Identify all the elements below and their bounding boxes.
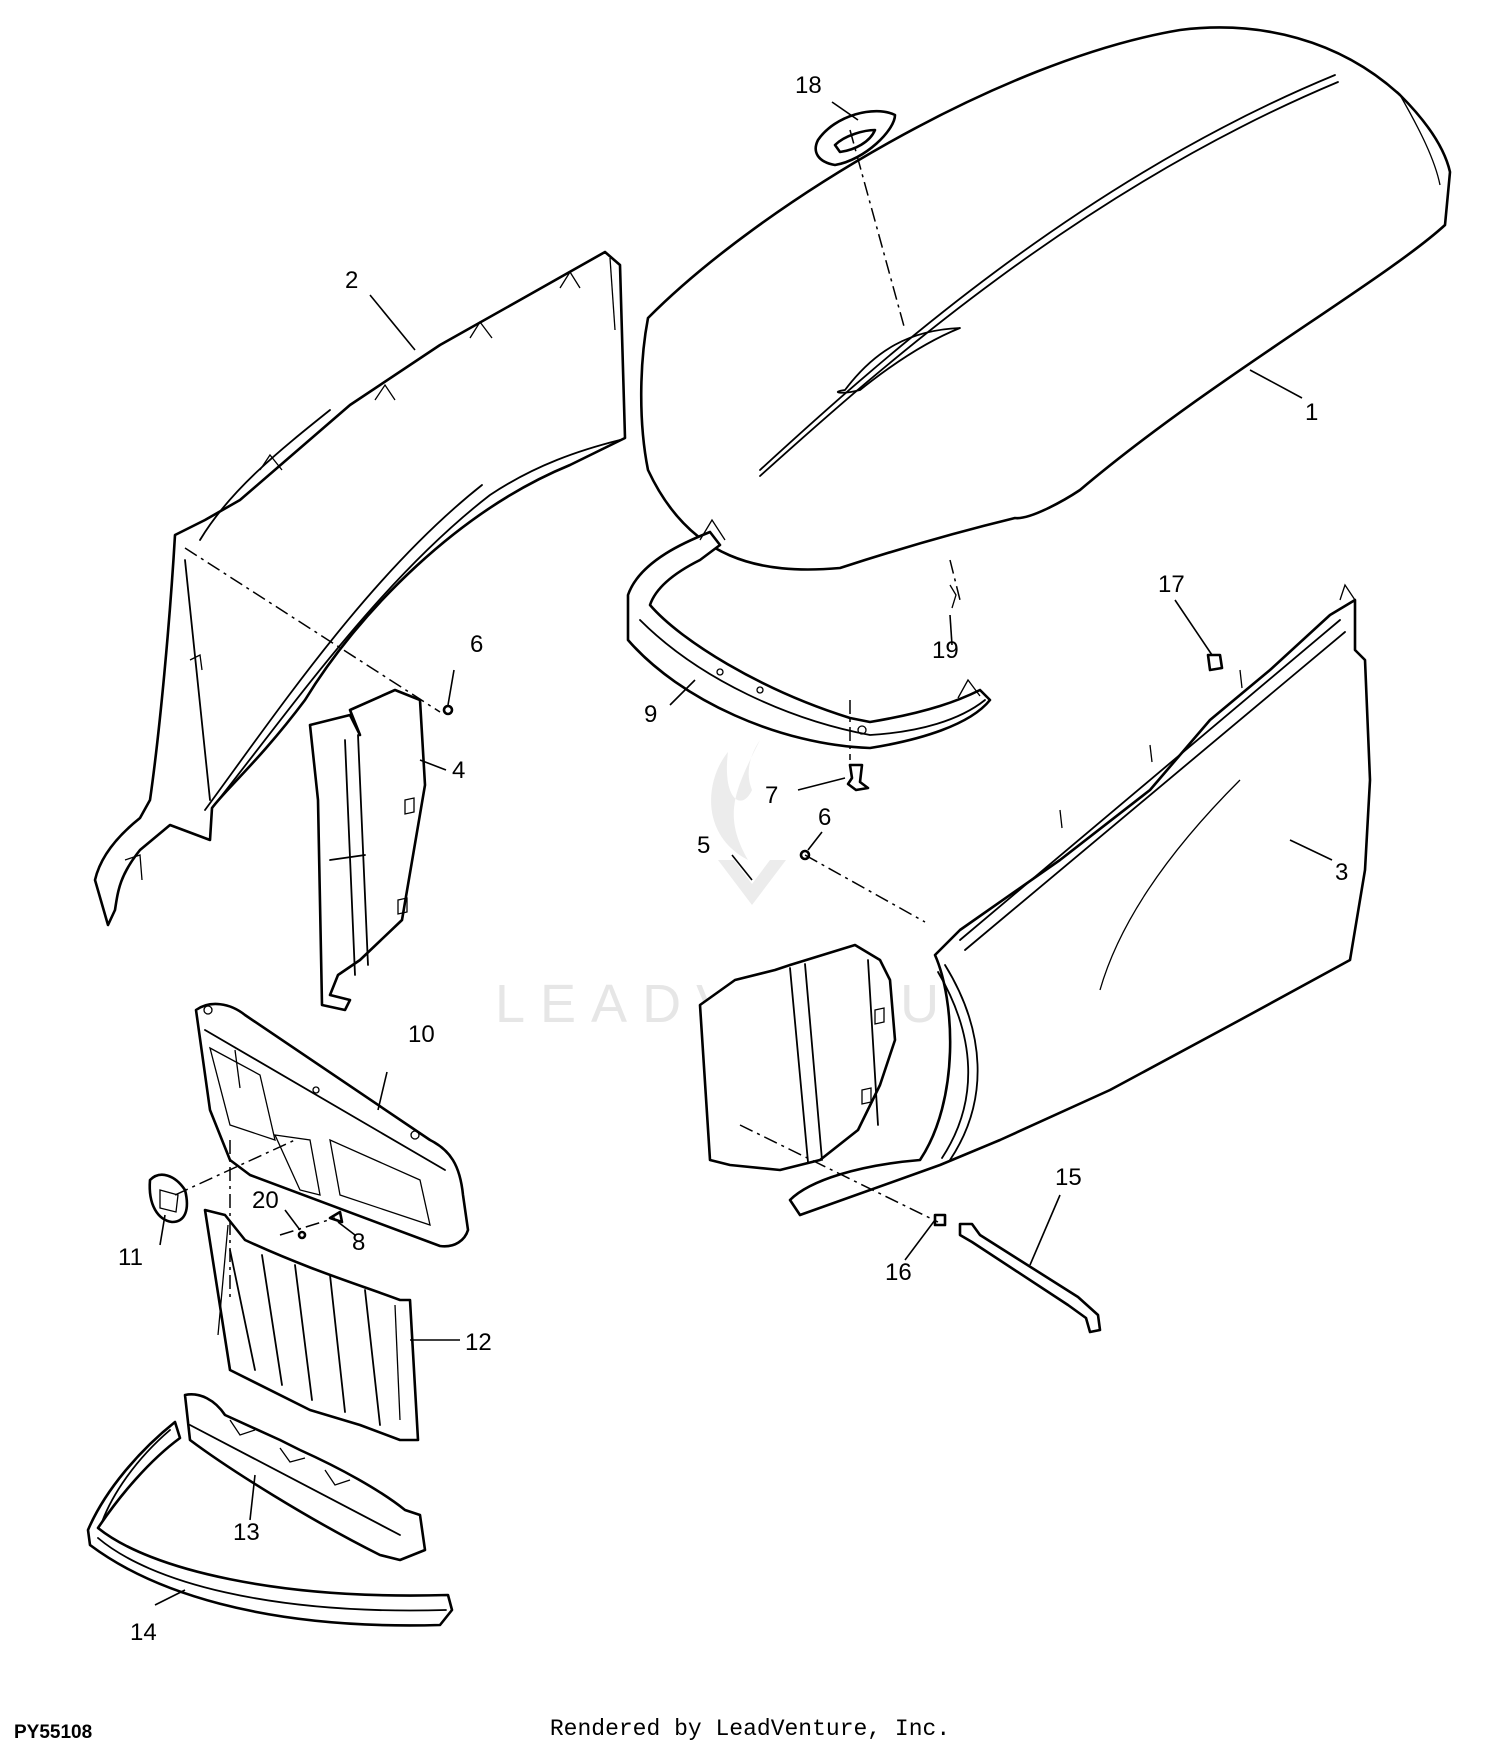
headlight-frame xyxy=(194,1002,470,1248)
callout-20: 20 xyxy=(252,1187,279,1214)
panel-clip xyxy=(1206,653,1224,672)
callout-17: 17 xyxy=(1158,571,1185,598)
callout-6a: 6 xyxy=(470,631,483,658)
figure-id: PY55108 xyxy=(14,1722,93,1743)
grille-washer xyxy=(297,1230,307,1240)
callout-2: 2 xyxy=(345,267,358,294)
callout-5: 5 xyxy=(697,832,710,859)
watermark-v-icon xyxy=(718,860,786,905)
callout-14: 14 xyxy=(130,1619,157,1646)
callout-4: 4 xyxy=(452,757,465,784)
grille-screw xyxy=(328,1210,344,1224)
callout-8: 8 xyxy=(352,1229,365,1256)
callout-3: 3 xyxy=(1335,859,1348,886)
watermark-flame-icon xyxy=(711,740,760,860)
callouts: 1 2 3 4 5 6 6 7 8 9 10 11 12 13 14 15 16… xyxy=(118,72,1348,1646)
hood-fastener xyxy=(949,584,957,609)
rod-clip xyxy=(933,1213,947,1227)
left-side-panel xyxy=(93,250,627,927)
callout-11: 11 xyxy=(118,1244,143,1271)
callout-16: 16 xyxy=(885,1259,912,1286)
left-baffle xyxy=(308,688,427,1012)
hood-support-bracket xyxy=(626,518,992,750)
right-baffle xyxy=(698,943,897,1172)
callout-1: 1 xyxy=(1305,399,1318,426)
hood-bumper xyxy=(846,763,870,792)
emblem xyxy=(148,1173,189,1224)
assembly-lines xyxy=(174,129,961,1300)
callout-19: 19 xyxy=(932,637,959,664)
leader-lines xyxy=(154,101,1333,1606)
callout-15: 15 xyxy=(1055,1164,1082,1191)
hood xyxy=(639,26,1452,571)
bumper-trim xyxy=(86,1420,454,1627)
render-credit: Rendered by LeadVenture, Inc. xyxy=(549,1716,951,1742)
callout-7: 7 xyxy=(765,782,778,809)
callout-12: 12 xyxy=(465,1329,492,1356)
callout-9: 9 xyxy=(644,701,657,728)
callout-6b: 6 xyxy=(818,804,831,831)
grille xyxy=(203,1208,420,1442)
callout-13: 13 xyxy=(233,1519,260,1546)
callout-18: 18 xyxy=(795,72,822,99)
hardware xyxy=(297,109,1224,1240)
right-side-panel xyxy=(788,583,1372,1217)
hood-rod xyxy=(958,1222,1102,1334)
push-rivet-left xyxy=(442,704,454,716)
callout-10: 10 xyxy=(408,1021,435,1048)
